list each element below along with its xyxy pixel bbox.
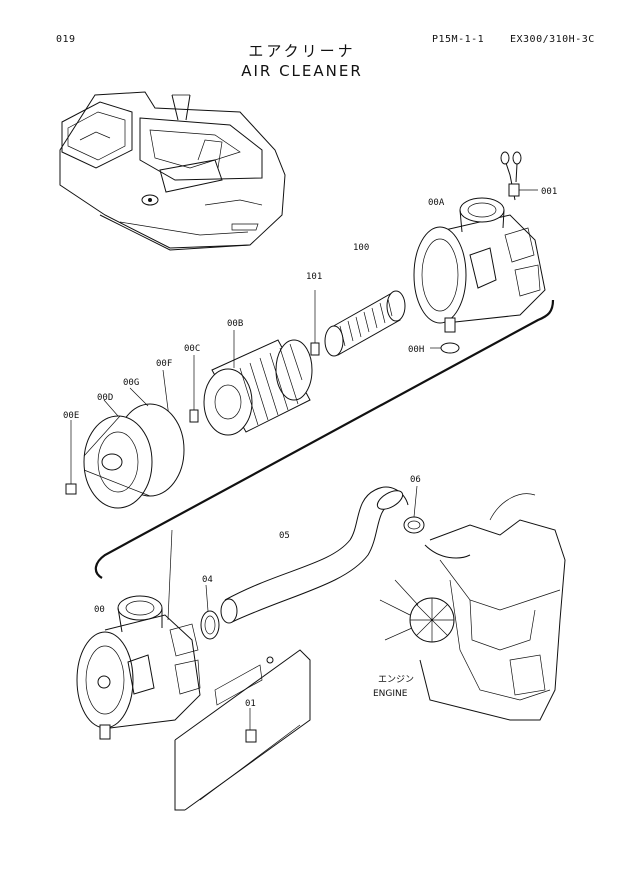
part-00H xyxy=(430,342,460,354)
label-00H: 00H xyxy=(408,345,424,355)
separator-bracket xyxy=(94,299,555,579)
label-00F: 00F xyxy=(156,359,172,369)
engine-label-japanese: エンジン xyxy=(378,675,414,685)
engine-label-english: ENGINE xyxy=(373,689,408,699)
label-00E: 00E xyxy=(63,411,79,421)
excavator-overview xyxy=(59,91,286,251)
label-00: 00 xyxy=(94,605,105,615)
part-00E xyxy=(65,420,77,495)
title-english: AIR CLEANER xyxy=(241,62,363,80)
label-00B: 00B xyxy=(227,319,243,329)
cover-00D xyxy=(83,387,185,509)
label-01: 01 xyxy=(245,699,256,709)
label-101: 101 xyxy=(306,272,322,282)
label-100: 100 xyxy=(353,243,369,253)
label-00D: 00D xyxy=(97,393,113,403)
label-00C: 00C xyxy=(184,344,200,354)
connector-001 xyxy=(500,151,538,201)
model-number: EX300/310H-3C xyxy=(510,34,595,45)
label-04: 04 xyxy=(202,575,213,585)
label-05: 05 xyxy=(279,531,290,541)
label-00A: 00A xyxy=(428,198,445,208)
label-00G: 00G xyxy=(123,378,139,388)
hose-05 xyxy=(220,486,409,624)
page-number: 019 xyxy=(56,34,76,45)
air-cleaner-housing-00A xyxy=(413,197,546,333)
page-code: P15M-1-1 xyxy=(432,34,485,45)
title-japanese: エアクリーナ xyxy=(248,42,356,60)
bolt-01 xyxy=(245,708,257,743)
air-cleaner-assembly-00 xyxy=(76,595,201,740)
label-001: 001 xyxy=(541,187,557,197)
part-101 xyxy=(310,290,320,356)
frame-bracket xyxy=(174,649,311,811)
part-00C xyxy=(189,355,199,423)
filter-element-00B xyxy=(203,330,313,436)
label-06: 06 xyxy=(410,475,421,485)
filter-element-100 xyxy=(324,290,406,357)
clamp-04 xyxy=(200,584,220,640)
engine xyxy=(379,493,566,721)
clamp-06 xyxy=(403,485,425,534)
leader-line xyxy=(167,529,173,621)
